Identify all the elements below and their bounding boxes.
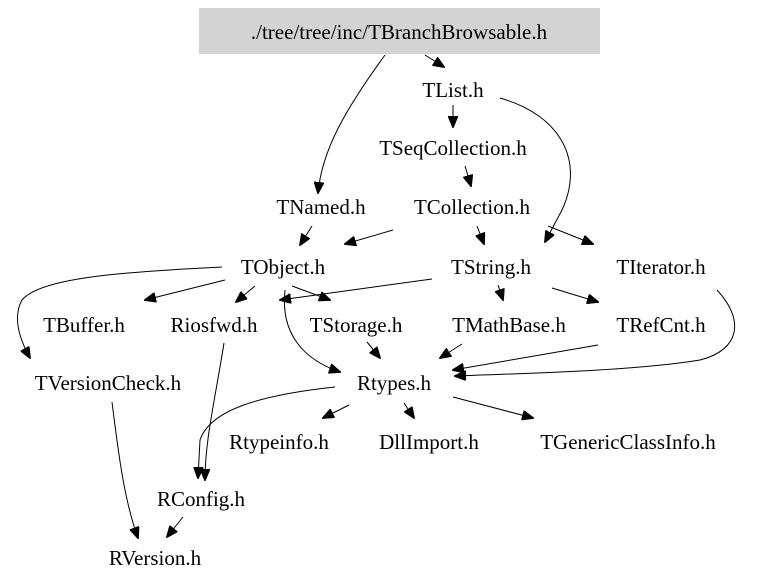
root-node-label: ./tree/tree/inc/TBranchBrowsable.h: [251, 20, 548, 44]
node-trefcnt[interactable]: TRefCnt.h: [616, 313, 706, 337]
nodes: ./tree/tree/inc/TBranchBrowsable.h TList…: [35, 8, 716, 570]
node-rconfig[interactable]: RConfig.h: [157, 487, 246, 511]
node-label-rversion: RVersion.h: [109, 546, 202, 570]
edge-tseqcollection-to-tcollection: [465, 165, 471, 186]
edge-trefcnt-to-rtypes: [453, 344, 599, 370]
edge-tcollection-to-titerator: [547, 225, 593, 244]
node-tgenericclassinfo[interactable]: TGenericClassInfo.h: [540, 430, 716, 454]
node-label-titerator: TIterator.h: [616, 255, 706, 279]
node-rtypes[interactable]: Rtypes.h: [357, 371, 432, 395]
edge-tobject-to-riosfwd: [236, 285, 256, 302]
node-label-rtypes: Rtypes.h: [357, 371, 432, 395]
node-tstring[interactable]: TString.h: [451, 255, 531, 279]
node-tnamed[interactable]: TNamed.h: [276, 195, 366, 219]
node-tstorage[interactable]: TStorage.h: [310, 313, 403, 337]
node-tobject[interactable]: TObject.h: [241, 255, 326, 279]
node-label-riosfwd: Riosfwd.h: [171, 313, 258, 337]
edge-tobject-to-tversioncheck: [16, 266, 223, 358]
node-label-tversioncheck: TVersionCheck.h: [35, 371, 182, 395]
node-label-tbuffer: TBuffer.h: [43, 313, 125, 337]
edge-tversioncheck-to-rversion: [111, 401, 138, 538]
node-label-tmathbase: TMathBase.h: [452, 313, 566, 337]
node-tseqcollection[interactable]: TSeqCollection.h: [379, 136, 527, 160]
node-label-trefcnt: TRefCnt.h: [616, 313, 706, 337]
node-label-tseqcollection: TSeqCollection.h: [379, 136, 527, 160]
node-rversion[interactable]: RVersion.h: [109, 546, 202, 570]
edges: [16, 54, 736, 538]
node-titerator[interactable]: TIterator.h: [616, 255, 706, 279]
edge-tcollection-to-tstring: [477, 225, 484, 244]
node-tcollection[interactable]: TCollection.h: [414, 195, 531, 219]
edge-rtypes-to-rconfig: [198, 386, 336, 478]
edge-tstring-to-trefcnt: [551, 287, 598, 302]
edge-rconfig-to-rversion: [167, 516, 184, 537]
node-tversioncheck[interactable]: TVersionCheck.h: [35, 371, 182, 395]
edge-rtypes-to-rtypeinfo: [323, 404, 350, 418]
edge-tmathbase-to-rtypes: [440, 343, 463, 358]
node-tmathbase[interactable]: TMathBase.h: [452, 313, 566, 337]
edge-titerator-to-rtypes: [455, 289, 736, 376]
edge-tcollection-to-tobject: [345, 229, 394, 244]
edge-root-to-tlist: [424, 54, 444, 67]
edge-tstring-to-tmathbase: [498, 284, 503, 300]
edge-rtypes-to-dllimport: [403, 402, 414, 418]
node-label-tgenericclassinfo: TGenericClassInfo.h: [540, 430, 716, 454]
node-label-rconfig: RConfig.h: [157, 487, 246, 511]
edge-rtypes-to-tgenericclassinfo: [452, 396, 533, 418]
node-rtypeinfo[interactable]: Rtypeinfo.h: [229, 430, 329, 454]
edge-tstring-to-tobject: [280, 278, 433, 300]
edge-tobject-to-tstorage: [291, 285, 330, 300]
edge-tlist-to-tstring: [499, 97, 571, 242]
node-riosfwd[interactable]: Riosfwd.h: [171, 313, 258, 337]
edge-tobject-to-tbuffer: [145, 279, 226, 300]
node-label-rtypeinfo: Rtypeinfo.h: [229, 430, 329, 454]
edge-root-to-tnamed: [318, 54, 386, 193]
node-label-tstring: TString.h: [451, 255, 531, 279]
node-label-tlist: TList.h: [422, 78, 484, 102]
root-node-box: [199, 8, 600, 54]
edge-tstorage-to-rtypes: [366, 341, 380, 358]
edge-tnamed-to-tobject: [300, 225, 313, 245]
node-label-tcollection: TCollection.h: [414, 195, 531, 219]
node-tbuffer[interactable]: TBuffer.h: [43, 313, 125, 337]
node-dllimport[interactable]: DllImport.h: [379, 430, 479, 454]
node-label-tstorage: TStorage.h: [310, 313, 403, 337]
node-label-tobject: TObject.h: [241, 255, 326, 279]
node-tlist[interactable]: TList.h: [422, 78, 484, 102]
node-root[interactable]: ./tree/tree/inc/TBranchBrowsable.h: [199, 8, 600, 54]
edge-riosfwd-to-rconfig: [205, 342, 225, 480]
node-label-dllimport: DllImport.h: [379, 430, 479, 454]
node-label-tnamed: TNamed.h: [276, 195, 366, 219]
